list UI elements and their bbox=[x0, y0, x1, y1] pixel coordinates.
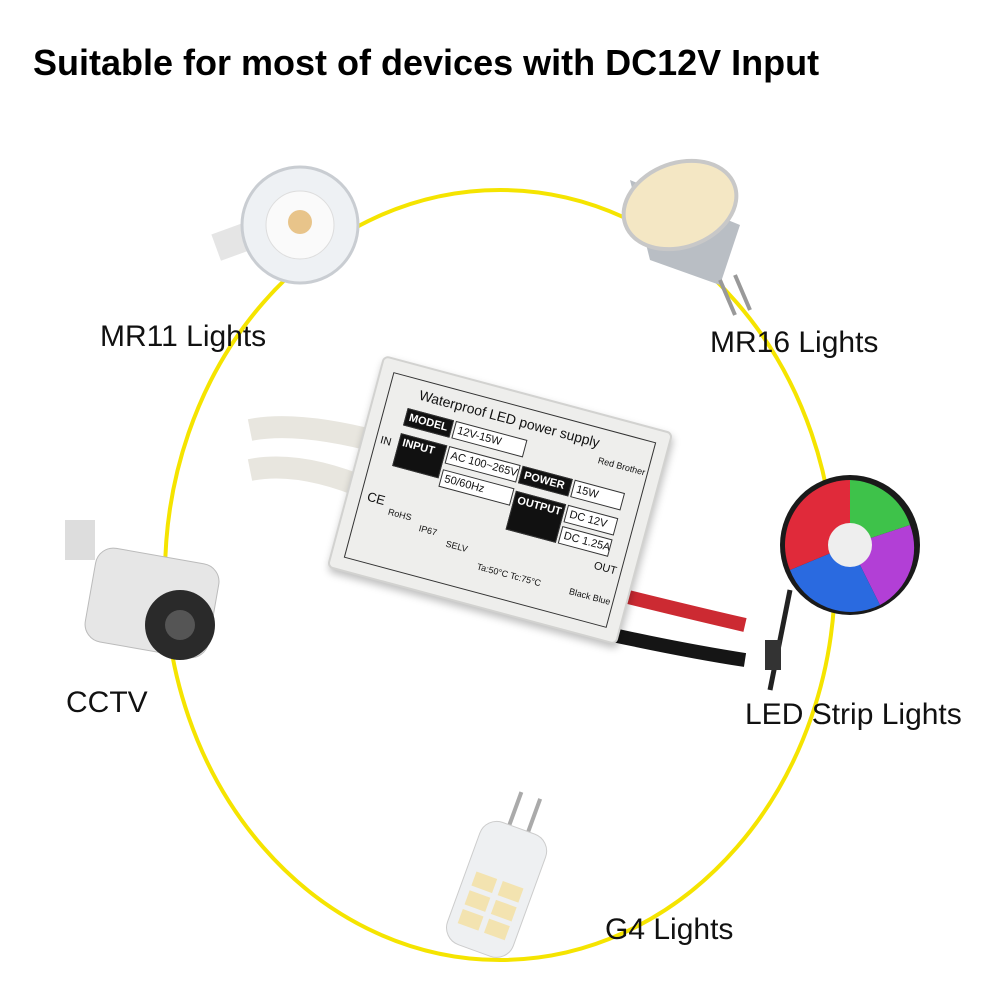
label-g4: G4 Lights bbox=[605, 913, 734, 946]
selv-mark: SELV bbox=[444, 538, 469, 555]
label-mr11: MR11 Lights bbox=[100, 320, 267, 353]
label-mr16: MR16 Lights bbox=[710, 326, 879, 359]
page-title: Suitable for most of devices with DC12V … bbox=[33, 42, 820, 83]
red-wire-label: Red Brother bbox=[596, 455, 647, 478]
model-label: MODEL bbox=[403, 407, 455, 438]
g4-bulb-icon bbox=[446, 791, 548, 958]
power-label: POWER bbox=[517, 465, 573, 497]
in-label: IN bbox=[378, 434, 393, 449]
mr16-bulb-icon bbox=[621, 158, 752, 316]
label-led-strip: LED Strip Lights bbox=[745, 698, 962, 731]
led-strip-icon bbox=[765, 475, 920, 691]
power-value: 15W bbox=[570, 479, 626, 511]
ce-mark: CE bbox=[365, 488, 387, 508]
label-cctv: CCTV bbox=[66, 686, 148, 719]
out-label: OUT bbox=[592, 559, 618, 578]
input-label: INPUT bbox=[392, 433, 448, 479]
rohs-mark: RoHS bbox=[386, 506, 413, 523]
ip67-mark: IP67 bbox=[417, 523, 439, 538]
cctv-camera-icon bbox=[65, 520, 220, 660]
output-label: OUTPUT bbox=[505, 490, 567, 543]
temperature-mark: Ta:50°C Tc:75°C bbox=[475, 561, 543, 589]
mr11-bulb-icon bbox=[211, 165, 360, 285]
black-wire-label: Black Blue bbox=[567, 586, 612, 607]
